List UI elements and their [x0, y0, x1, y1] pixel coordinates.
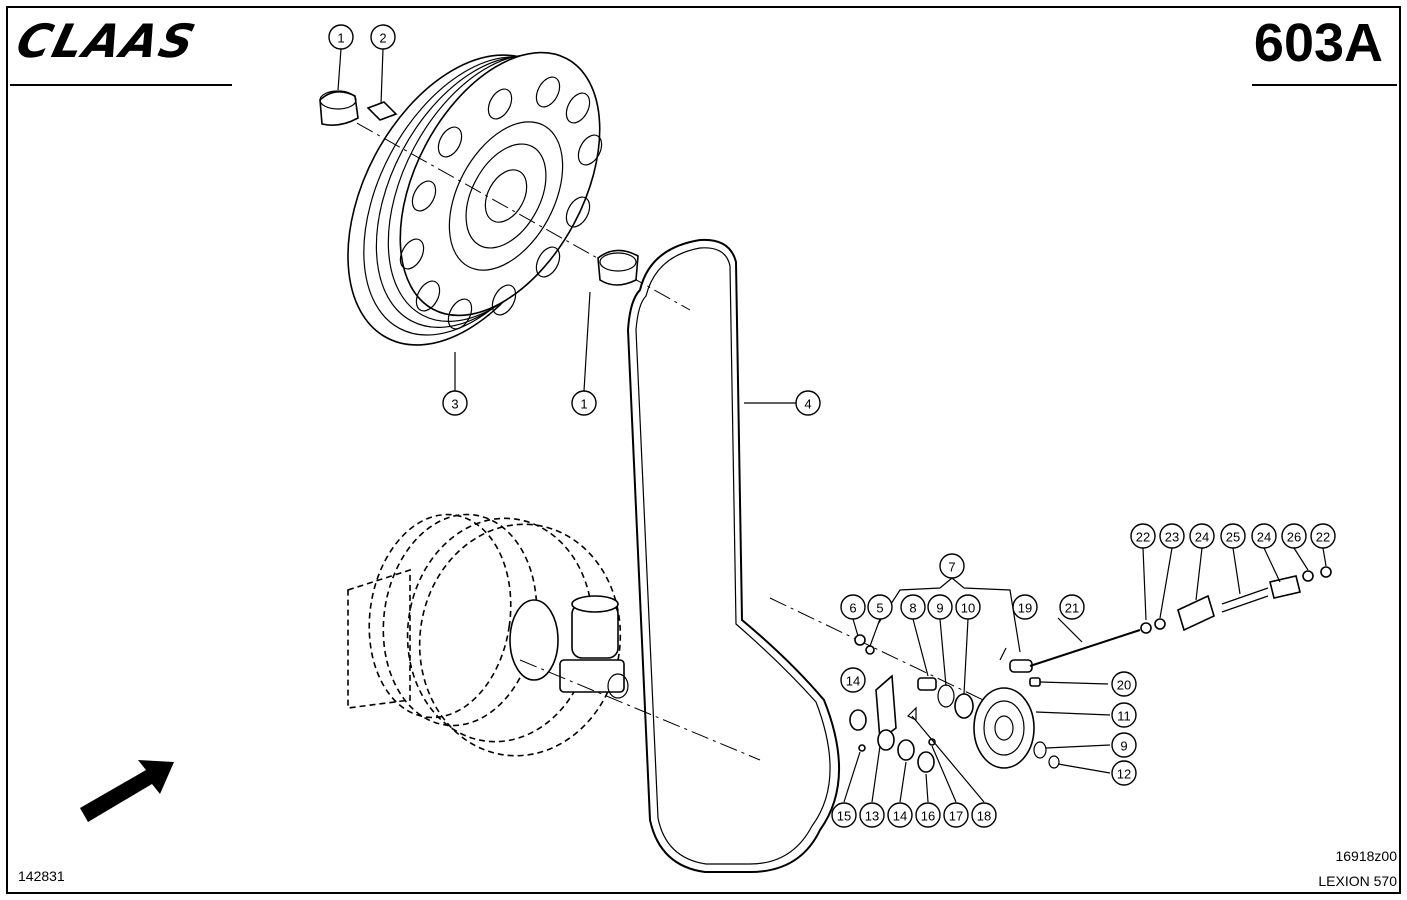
- page-code-underline: [1252, 84, 1397, 86]
- tensioner-assembly: [769, 566, 1332, 773]
- svg-text:9: 9: [1120, 739, 1127, 754]
- callout-25: 25: [1220, 523, 1246, 549]
- callout-21: 21: [1059, 594, 1085, 620]
- svg-text:13: 13: [865, 809, 879, 824]
- callout-15: 15: [831, 802, 857, 828]
- callout-8: 8: [900, 594, 926, 620]
- page-code: 603A: [1253, 13, 1383, 73]
- callout-10: 10: [955, 594, 981, 620]
- leader-lines: [337, 48, 1327, 803]
- callout-20: 20: [1111, 671, 1137, 697]
- callout-17: 17: [943, 802, 969, 828]
- logo-underline: [10, 84, 232, 86]
- callout-18: 18: [971, 802, 997, 828]
- svg-text:22: 22: [1316, 530, 1330, 545]
- svg-text:5: 5: [876, 601, 883, 616]
- callout-1: 1: [328, 24, 354, 50]
- svg-text:3: 3: [451, 397, 458, 412]
- callout-24: 24: [1251, 523, 1277, 549]
- svg-text:6: 6: [849, 601, 856, 616]
- callout-11: 11: [1111, 702, 1137, 728]
- svg-text:24: 24: [1257, 530, 1271, 545]
- callout-22: 22: [1130, 523, 1156, 549]
- callout-19: 19: [1012, 594, 1038, 620]
- svg-text:10: 10: [961, 601, 975, 616]
- callout-14: 14: [887, 802, 913, 828]
- svg-text:26: 26: [1287, 530, 1301, 545]
- callout-5: 5: [867, 594, 893, 620]
- svg-text:16: 16: [921, 809, 935, 824]
- callout-23: 23: [1159, 523, 1185, 549]
- svg-text:24: 24: [1195, 530, 1209, 545]
- direction-arrow-icon: [80, 760, 174, 822]
- upper-pulley: [329, 51, 691, 346]
- svg-text:14: 14: [893, 809, 907, 824]
- callout-9: 9: [1111, 732, 1137, 758]
- svg-text:18: 18: [977, 809, 991, 824]
- callout-3: 3: [442, 390, 468, 416]
- svg-text:1: 1: [337, 31, 344, 46]
- callout-7: 7: [939, 553, 965, 579]
- callout-13: 13: [859, 802, 885, 828]
- callout-2: 2: [370, 24, 396, 50]
- svg-text:2: 2: [379, 31, 386, 46]
- svg-text:7: 7: [948, 560, 955, 575]
- svg-text:21: 21: [1065, 601, 1079, 616]
- figure-number: 142831: [18, 868, 65, 884]
- callout-12: 12: [1111, 760, 1137, 786]
- pulley-holes: [399, 76, 603, 330]
- svg-text:25: 25: [1226, 530, 1240, 545]
- callout-26: 26: [1281, 523, 1307, 549]
- callout-14: 14: [840, 667, 866, 693]
- svg-text:1: 1: [580, 397, 587, 412]
- svg-text:19: 19: [1018, 601, 1032, 616]
- callout-6: 6: [840, 594, 866, 620]
- clamping-bush-bottom: [597, 249, 639, 286]
- svg-text:9: 9: [936, 601, 943, 616]
- svg-text:12: 12: [1117, 767, 1131, 782]
- svg-text:17: 17: [949, 809, 963, 824]
- model-name: LEXION 570: [1318, 873, 1397, 889]
- svg-text:22: 22: [1136, 530, 1150, 545]
- callout-22: 22: [1310, 523, 1336, 549]
- clamping-bush-top: [319, 90, 359, 126]
- svg-text:14: 14: [846, 674, 860, 689]
- drive-belt: [626, 238, 840, 873]
- callout-4: 4: [795, 390, 821, 416]
- callout-24: 24: [1189, 523, 1215, 549]
- svg-text:8: 8: [909, 601, 916, 616]
- svg-text:23: 23: [1165, 530, 1179, 545]
- svg-text:4: 4: [804, 397, 811, 412]
- lower-drive-unit: [347, 513, 761, 761]
- svg-text:15: 15: [837, 809, 851, 824]
- callout-16: 16: [915, 802, 941, 828]
- callout-9: 9: [927, 594, 953, 620]
- page-frame: [6, 6, 1401, 894]
- callout-1: 1: [571, 390, 597, 416]
- svg-text:20: 20: [1117, 678, 1131, 693]
- reference-code: 16918z00: [1335, 848, 1397, 864]
- feather-key: [366, 101, 398, 121]
- svg-text:11: 11: [1117, 709, 1131, 724]
